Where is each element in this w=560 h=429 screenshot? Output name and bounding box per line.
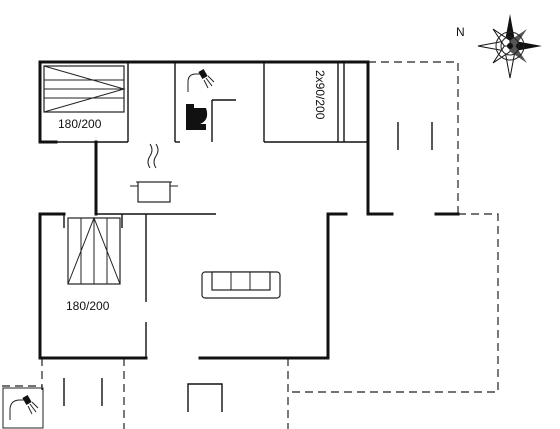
outdoor-shower-icon: [2, 387, 44, 429]
compass-north-label: N: [456, 25, 465, 39]
interior-walls: [40, 62, 368, 358]
bed-label-top: 180/200: [58, 117, 102, 131]
bed-left: [67, 216, 121, 285]
cooking-pot-icon: [130, 143, 178, 203]
terrace-furniture: [63, 122, 433, 412]
sofa-icon: [201, 271, 281, 299]
bed-label-left: 180/200: [66, 299, 110, 313]
outer-walls: [38, 60, 460, 360]
terrace-outlines: [2, 61, 499, 429]
toilet-icon: [186, 104, 208, 130]
shower-icon: [187, 69, 215, 92]
bed-top: [43, 65, 126, 113]
bed-label-right: 2x90/200: [313, 70, 327, 120]
compass-rose-icon: [477, 14, 542, 79]
